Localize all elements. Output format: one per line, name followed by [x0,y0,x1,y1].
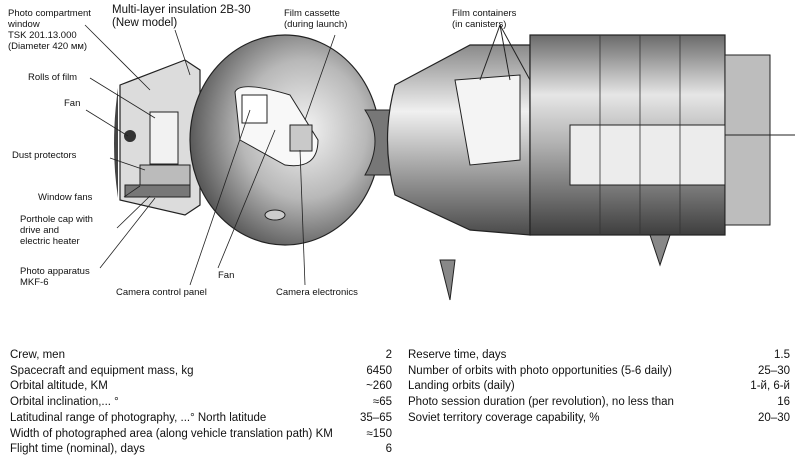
spec-row: Photo session duration (per revolution),… [408,395,790,411]
spec-row: Number of orbits with photo opportunitie… [408,364,790,380]
label-camera-electronics: Camera electronics [276,287,358,298]
label-dust-protectors: Dust protectors [12,150,77,161]
specs-table-right: Reserve time, days 1.5 Number of orbits w… [408,348,790,427]
label-camera-control-panel: Camera control panel [116,287,207,298]
spec-label: Soviet territory coverage capability, % [408,411,600,424]
spec-label: Width of photographed area (along vehicl… [10,427,333,440]
spec-label: Number of orbits with photo opportunitie… [408,364,672,377]
photo-compartment [114,59,201,216]
spec-label: Photo session duration (per revolution),… [408,396,674,409]
label-photo-apparatus: Photo apparatus MKF-6 [20,266,90,288]
spec-row: Width of photographed area (along vehicl… [10,427,392,443]
spec-value: 16 [777,396,790,409]
spec-label: Landing orbits (daily) [408,380,515,393]
spacecraft-cutaway-diagram [84,24,795,301]
spec-value: 6450 [366,364,392,377]
spec-label: Latitudinal range of photography, ...° N… [10,411,267,424]
spec-value: 6 [385,443,392,456]
descent-module [386,24,531,301]
label-fan-left: Fan [64,98,81,109]
service-module [529,34,795,267]
label-rolls-of-film: Rolls of film [28,72,78,83]
spec-row: Latitudinal range of photography, ...° N… [10,411,392,427]
spec-row: Soviet territory coverage capability, % 2… [408,411,790,427]
spec-label: Flight time (nominal), days [10,443,145,456]
specs-table-left: Crew, men 2 Spacecraft and equipment mass… [10,348,392,458]
spec-value: 1.5 [774,349,790,361]
label-window-fans: Window fans [38,192,93,203]
spec-row: Reserve time, days 1.5 [408,348,790,364]
spec-row: Flight time (nominal), days 6 [10,442,392,458]
spec-row: Landing orbits (daily) 1-й, 6-й [408,379,790,395]
label-fan-bottom: Fan [218,270,235,281]
label-photo-compartment: Photo compartment window TSK 201.13.000 … [8,8,91,52]
spec-value: 2 [385,349,392,361]
orbital-module [189,34,381,246]
spec-value: ≈150 [366,427,393,440]
spec-label: Spacecraft and equipment mass, kg [10,364,194,377]
spec-row: Crew, men 2 [10,348,392,364]
spec-value: 35–65 [360,411,392,424]
spec-row: Spacecraft and equipment mass, kg 6450 [10,364,392,380]
spec-value: ~260 [366,380,392,393]
spec-row: Orbital inclination,... ° ≈65 [10,395,392,411]
leader-lines [84,24,336,286]
spec-label: Crew, men [10,349,65,361]
spec-label: Reserve time, days [408,349,507,361]
label-film-containers: Film containers (in canisters) [452,8,517,30]
label-film-cassette: Film cassette (during launch) [284,8,348,30]
label-porthole-cap: Porthole cap with drive and electric hea… [20,214,93,247]
spec-label: Orbital inclination,... ° [10,396,119,409]
spec-value: 1-й, 6-й [750,380,790,393]
spec-row: Orbital altitude, KM ~260 [10,379,392,395]
spec-value: 20–30 [758,411,790,424]
spec-value: ≈65 [372,396,392,409]
label-insulation: Multi-layer insulation 2B-30 (New model) [112,4,251,29]
spec-label: Orbital altitude, KM [10,380,108,393]
spec-value: 25–30 [758,364,790,377]
